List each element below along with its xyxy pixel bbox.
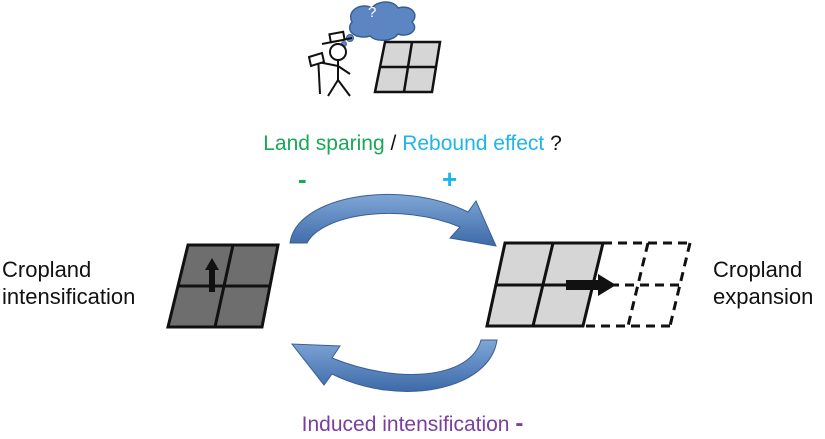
minus-sign-green: - bbox=[298, 164, 307, 194]
expansion-plot bbox=[485, 241, 692, 328]
thought-cloud-icon bbox=[341, 1, 416, 47]
right-label-line2: expansion bbox=[713, 284, 814, 309]
thought-question-mark: ? bbox=[368, 4, 377, 21]
minus-sign-purple: - bbox=[515, 410, 524, 437]
top-question-title: Land sparing / Rebound effect ? bbox=[0, 131, 825, 157]
cropland-expansion-label: Cropland expansion bbox=[713, 256, 813, 310]
cropland-intensification-label: Cropland intensification bbox=[2, 256, 135, 310]
intensified-plot bbox=[166, 243, 280, 329]
right-label-line1: Cropland bbox=[713, 257, 803, 282]
plus-sign-cyan: + bbox=[442, 164, 458, 194]
left-label-line1: Cropland bbox=[2, 257, 92, 282]
up-arrow-icon bbox=[205, 258, 219, 292]
separator-text: / bbox=[384, 132, 403, 155]
small-plot-icon bbox=[373, 40, 442, 94]
rebound-effect-text: Rebound effect bbox=[402, 132, 545, 155]
left-label-line2: intensification bbox=[2, 284, 136, 309]
induced-intensification-label: Induced intensification - bbox=[0, 411, 825, 438]
question-mark-text: ? bbox=[544, 132, 562, 155]
farmer-icon bbox=[307, 30, 353, 97]
right-arrow-icon bbox=[566, 274, 616, 296]
induced-intensification-text: Induced intensification bbox=[301, 413, 510, 436]
top-curved-arrow bbox=[289, 193, 497, 247]
land-sparing-text: Land sparing bbox=[263, 132, 385, 155]
bottom-curved-arrow bbox=[290, 339, 498, 392]
